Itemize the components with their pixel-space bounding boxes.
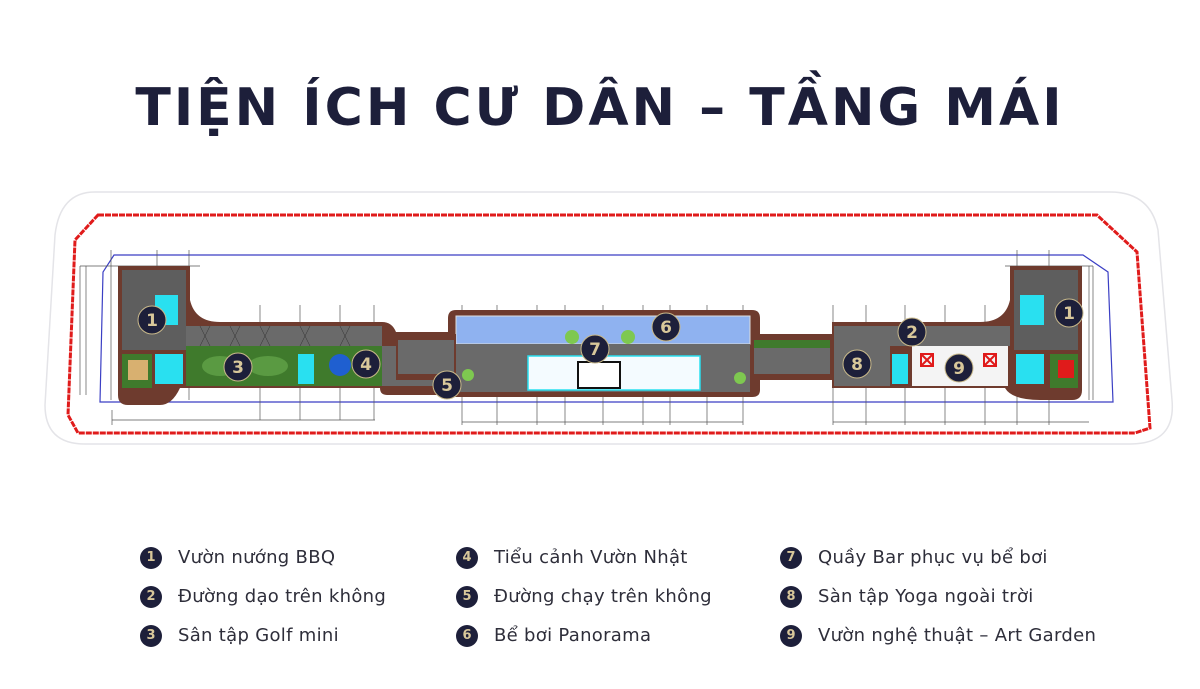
legend-label: Quầy Bar phục vụ bể bơi [818, 547, 1048, 568]
marker-3: 3 [223, 352, 253, 382]
svg-text:9: 9 [953, 359, 965, 379]
deck-pattern-left [199, 325, 351, 347]
marker-2: 2 [897, 317, 927, 347]
legend-item: 9 Vườn nghệ thuật – Art Garden [780, 616, 1096, 655]
svg-text:8: 8 [851, 355, 863, 375]
legend-label: Đường dạo trên không [178, 586, 387, 607]
palms-center [462, 330, 746, 384]
number-badge: 6 [456, 624, 478, 647]
legend-item: 4 Tiểu cảnh Vườn Nhật [456, 538, 712, 577]
svg-text:7: 7 [589, 340, 601, 360]
cyan-room-left [155, 354, 183, 384]
svg-text:2: 2 [906, 323, 918, 343]
marker-6: 6 [651, 312, 681, 342]
japanese-pond [329, 354, 351, 376]
legend-label: Đường chạy trên không [494, 586, 712, 607]
number-badge: 7 [780, 546, 802, 569]
marker-1-left: 1 [137, 305, 167, 335]
legend-label: Vườn nghệ thuật – Art Garden [818, 625, 1097, 646]
legend-column-3: 7 Quầy Bar phục vụ bể bơi 8 Sàn tập Yoga n… [780, 538, 1096, 655]
legend-item: 8 Sàn tập Yoga ngoài trời [780, 577, 1096, 616]
number-badge: 8 [780, 585, 802, 608]
legend-item: 1 Vườn nướng BBQ [140, 538, 386, 577]
building-outline [99, 254, 1114, 403]
number-badge: 5 [456, 585, 478, 608]
legend-label: Bể bơi Panorama [494, 625, 652, 646]
walkway-left [186, 326, 382, 346]
legend-column-2: 4 Tiểu cảnh Vườn Nhật 5 Đường chạy trên kh… [456, 538, 712, 655]
marker-9: 9 [944, 353, 974, 383]
marker-1-right: 1 [1054, 298, 1084, 328]
plan-markers: 1 1 2 3 4 5 6 7 8 9 [137, 298, 1084, 400]
number-badge: 9 [780, 624, 802, 647]
marker-7: 7 [580, 334, 610, 364]
legend-item: 7 Quầy Bar phục vụ bể bơi [780, 538, 1096, 577]
marker-8: 8 [842, 349, 872, 379]
svg-text:4: 4 [360, 355, 372, 375]
svg-text:1: 1 [146, 311, 158, 331]
svg-text:3: 3 [232, 358, 244, 378]
number-badge: 1 [140, 546, 162, 569]
legend-item: 3 Sân tập Golf mini [140, 616, 386, 655]
legend-item: 6 Bể bơi Panorama [456, 616, 712, 655]
legend-label: Sàn tập Yoga ngoài trời [818, 586, 1034, 607]
marker-5: 5 [432, 370, 462, 400]
number-badge: 4 [456, 546, 478, 569]
svg-text:6: 6 [660, 318, 672, 338]
legend-item: 2 Đường dạo trên không [140, 577, 386, 616]
legend-label: Tiểu cảnh Vườn Nhật [494, 547, 688, 568]
legend-item: 5 Đường chạy trên không [456, 577, 712, 616]
number-badge: 3 [140, 624, 162, 647]
site-boundary [66, 213, 1152, 435]
svg-text:5: 5 [441, 376, 453, 396]
marker-4: 4 [351, 349, 381, 379]
svg-text:1: 1 [1063, 304, 1075, 324]
legend-label: Sân tập Golf mini [178, 625, 339, 646]
legend-label: Vườn nướng BBQ [178, 547, 336, 568]
page-title: TIỆN ÍCH CƯ DÂN – TẦNG MÁI [135, 78, 1065, 138]
art-sculptures [920, 353, 997, 367]
number-badge: 2 [140, 585, 162, 608]
